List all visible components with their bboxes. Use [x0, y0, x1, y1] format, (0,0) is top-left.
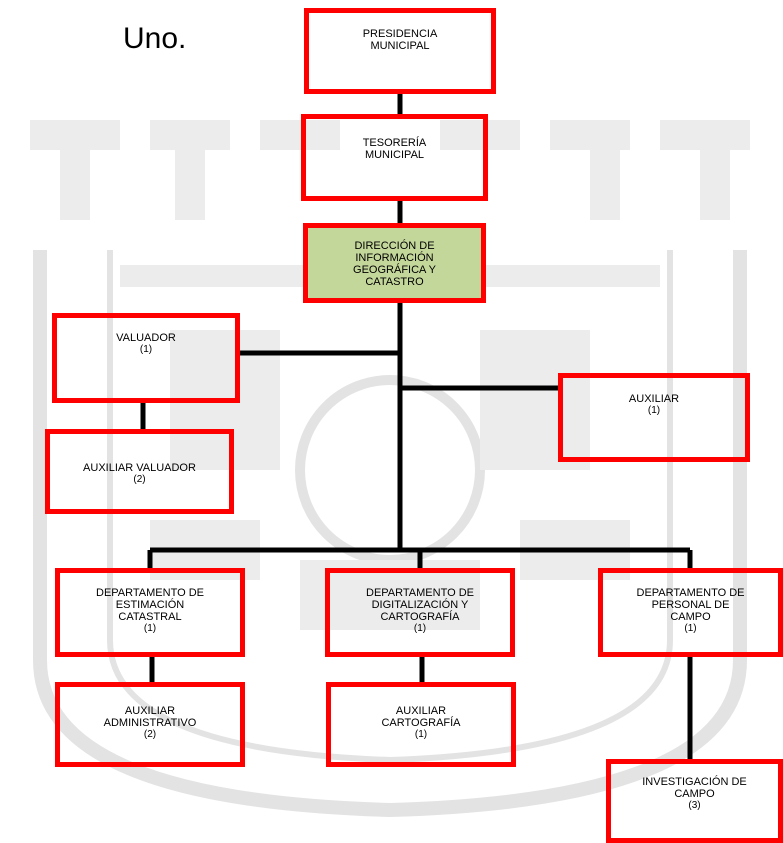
node-auxiliar-cartografia[interactable]: AUXILIAR CARTOGRAFÍA (1) [326, 682, 516, 767]
node-count: (1) [139, 344, 153, 355]
node-investigacion-campo[interactable]: INVESTIGACIÓN DE CAMPO (3) [606, 759, 783, 843]
node-presidencia-municipal[interactable]: PRESIDENCIA MUNICIPAL [304, 8, 496, 94]
node-title: TESORERÍA MUNICIPAL [362, 137, 427, 161]
node-count: (1) [684, 623, 697, 634]
heading-label: Uno. [123, 22, 187, 55]
node-auxiliar[interactable]: AUXILIAR (1) [558, 373, 750, 462]
node-count: (1) [647, 405, 661, 416]
node-auxiliar-valuador[interactable]: AUXILIAR VALUADOR (2) [45, 429, 234, 514]
node-title: DEPARTAMENTO DE ESTIMACIÓN CATASTRAL [96, 587, 204, 623]
node-count: (1) [413, 623, 427, 634]
node-auxiliar-administrativo[interactable]: AUXILIAR ADMINISTRATIVO (2) [55, 682, 245, 767]
node-count: (1) [414, 729, 428, 740]
node-depto-personal-campo[interactable]: DEPARTAMENTO DE PERSONAL DE CAMPO (1) [598, 568, 783, 657]
node-title: AUXILIAR CARTOGRAFÍA [381, 705, 461, 729]
node-title: AUXILIAR ADMINISTRATIVO [103, 705, 197, 729]
node-count: (2) [133, 474, 146, 485]
node-title: AUXILIAR VALUADOR [83, 462, 196, 474]
node-title: VALUADOR [116, 332, 176, 344]
node-title: INVESTIGACIÓN DE CAMPO [642, 776, 747, 800]
node-depto-digitalizacion-cartografia[interactable]: DEPARTAMENTO DE DIGITALIZACIÓN Y CARTOGR… [325, 568, 515, 657]
node-title: DEPARTAMENTO DE PERSONAL DE CAMPO [636, 587, 745, 623]
node-tesoreria-municipal[interactable]: TESORERÍA MUNICIPAL [301, 114, 488, 201]
node-title: DIRECCIÓN DE INFORMACIÓN GEOGRÁFICA Y CA… [353, 240, 436, 288]
node-direccion-catastro[interactable]: DIRECCIÓN DE INFORMACIÓN GEOGRÁFICA Y CA… [303, 223, 486, 303]
node-count: (1) [143, 623, 157, 634]
node-title: DEPARTAMENTO DE DIGITALIZACIÓN Y CARTOGR… [366, 587, 474, 623]
node-title: AUXILIAR [628, 393, 680, 405]
node-count: (2) [143, 729, 157, 740]
node-depto-estimacion-catastral[interactable]: DEPARTAMENTO DE ESTIMACIÓN CATASTRAL (1) [55, 568, 245, 657]
node-count: (3) [688, 800, 701, 811]
node-valuador[interactable]: VALUADOR (1) [52, 313, 240, 403]
node-title: PRESIDENCIA MUNICIPAL [362, 28, 438, 52]
